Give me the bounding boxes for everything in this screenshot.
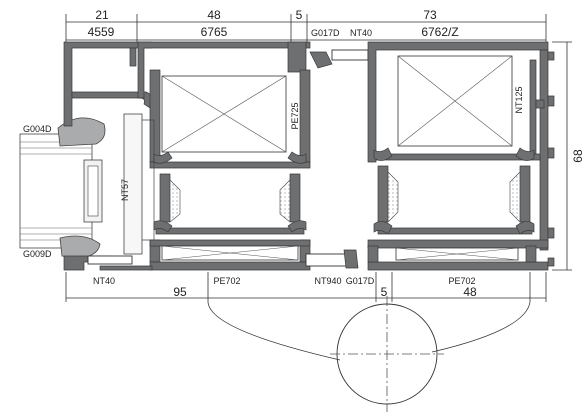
dim-bottom-5: 5 <box>381 285 388 299</box>
right-sash-profile <box>367 41 555 271</box>
dim-top-73: 73 <box>423 8 437 22</box>
top-dimension-lines <box>65 14 547 42</box>
label-nt40-bottom: NT40 <box>93 276 115 286</box>
dim-top-48: 48 <box>207 8 221 22</box>
label-6765: 6765 <box>201 25 228 39</box>
strip-nt57 <box>123 113 143 255</box>
label-nt40-top: NT40 <box>350 28 372 38</box>
label-g017d-top: G017D <box>311 28 340 38</box>
strip-nt940 <box>305 253 349 267</box>
insulation-pe725 <box>161 75 287 153</box>
label-g009d: G009D <box>23 249 52 259</box>
bottom-dimension-lines <box>65 272 547 302</box>
insulation-nt125 <box>397 55 513 147</box>
label-6762z: 6762/Z <box>421 25 458 39</box>
dim-bottom-48: 48 <box>463 285 477 299</box>
label-4559: 4559 <box>88 25 115 39</box>
dim-top-21: 21 <box>95 8 109 22</box>
strip-nt40-top <box>331 49 369 61</box>
label-g004d: G004D <box>23 124 52 134</box>
left-lower-chamber <box>153 151 307 233</box>
label-pe702-left: PE702 <box>213 276 240 286</box>
left-frame-profile <box>63 41 311 271</box>
label-g017d-bottom: G017D <box>346 276 375 286</box>
dim-top-5: 5 <box>296 8 303 22</box>
label-nt57: NT57 <box>120 179 130 201</box>
label-pe702-right: PE702 <box>448 276 475 286</box>
gasket-g017d-bottom <box>343 249 359 269</box>
strip-nt40-bottom <box>87 255 133 265</box>
label-nt940: NT940 <box>314 276 341 286</box>
gasket-g017d-top <box>309 51 333 69</box>
label-pe725: PE725 <box>290 102 300 129</box>
right-dimension-lines <box>552 41 572 271</box>
dim-right-68: 68 <box>571 149 585 163</box>
dim-bottom-95: 95 <box>173 285 187 299</box>
detail-callout <box>207 272 531 412</box>
glass-pane <box>19 133 103 249</box>
label-nt125: NT125 <box>514 86 524 113</box>
gasket-g009d <box>59 235 101 259</box>
